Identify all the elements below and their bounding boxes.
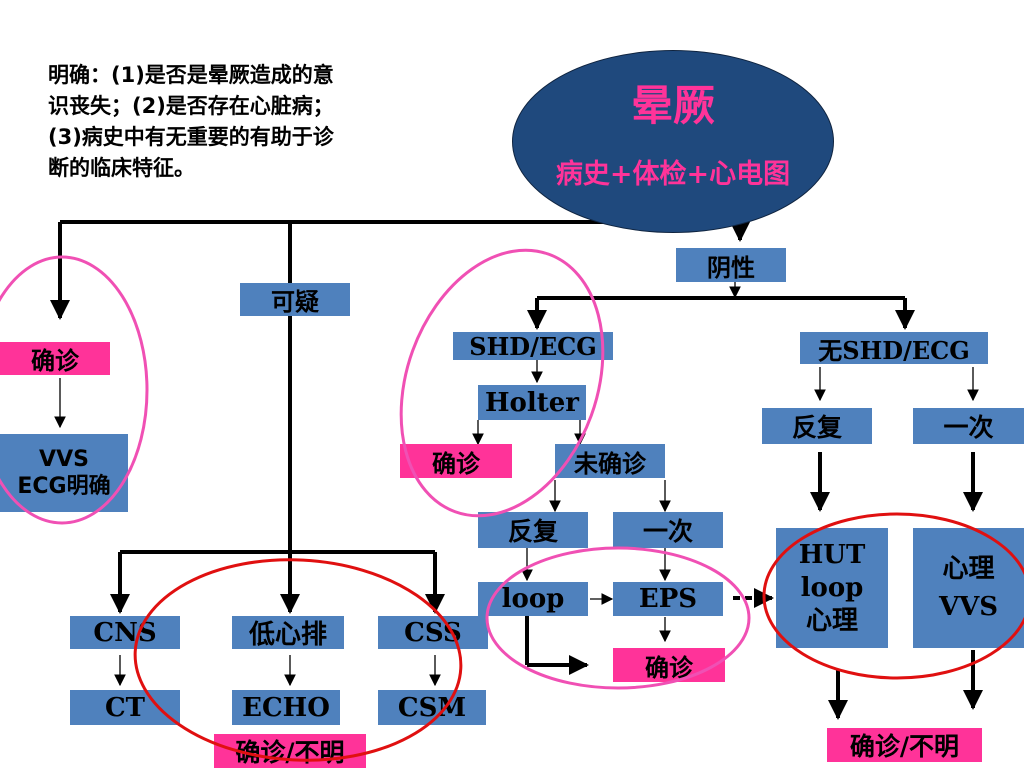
eps-box: EPS [613, 582, 723, 616]
suspect-outcome-box: 确诊/不明 [214, 734, 366, 768]
intro-line-4: 断的临床特征。 [48, 156, 195, 180]
suspect-box: 可疑 [240, 283, 350, 316]
no-shd-repeated-box: 反复 [762, 408, 872, 444]
hut-line-3: 心理 [805, 605, 858, 636]
eps-confirm-box: 确诊 [613, 648, 725, 682]
holter-box: Holter [478, 385, 586, 420]
right-outcome-box: 确诊/不明 [827, 728, 982, 762]
root-title: 晕厥 [630, 81, 715, 130]
intro-text: 明确：(1)是否是晕厥造成的意 识丧失；(2)是否存在心脏病； (3)病史中有无… [48, 60, 448, 184]
left-confirm-box: 确诊 [0, 342, 110, 375]
intro-line-2: 识丧失；(2)是否存在心脏病； [48, 94, 334, 118]
psych-box: 心理 VVS [913, 528, 1024, 648]
css-box: CSS [378, 616, 488, 649]
cns-box: CNS [70, 616, 180, 649]
intro-line-1: 明确：(1)是否是晕厥造成的意 [48, 63, 334, 87]
psych-line-1: 心理 [942, 554, 995, 584]
left-result-box: VVS ECG明确 [0, 434, 128, 512]
intro-line-3: (3)病史中有无重要的有助于诊 [48, 125, 334, 149]
echo-box: ECHO [232, 690, 340, 725]
no-shd-once-box: 一次 [913, 408, 1024, 444]
shd-repeated-box: 反复 [478, 512, 588, 548]
left-result-line-1: VVS [39, 447, 89, 472]
root-subtitle: 病史+体检+心电图 [555, 159, 791, 190]
left-result-line-2: ECG明确 [17, 474, 111, 499]
root-node: 晕厥 病史+体检+心电图 [512, 50, 834, 233]
negative-box: 阴性 [676, 248, 786, 282]
hut-box: HUT loop 心理 [776, 528, 888, 648]
csm-box: CSM [378, 690, 486, 725]
shd-once-box: 一次 [613, 512, 723, 548]
unconfirmed-box: 未确诊 [555, 444, 665, 478]
ct-box: CT [70, 690, 180, 725]
loop-box: loop [478, 582, 588, 616]
hut-line-2: loop [800, 572, 864, 603]
psych-line-2: VVS [938, 592, 999, 622]
shd-box: SHD/ECG [453, 332, 613, 361]
shd-confirm-box: 确诊 [400, 444, 512, 478]
hut-line-1: HUT [798, 539, 866, 570]
low-output-box: 低心排 [232, 616, 344, 650]
no-shd-box: 无SHD/ECG [800, 332, 988, 365]
